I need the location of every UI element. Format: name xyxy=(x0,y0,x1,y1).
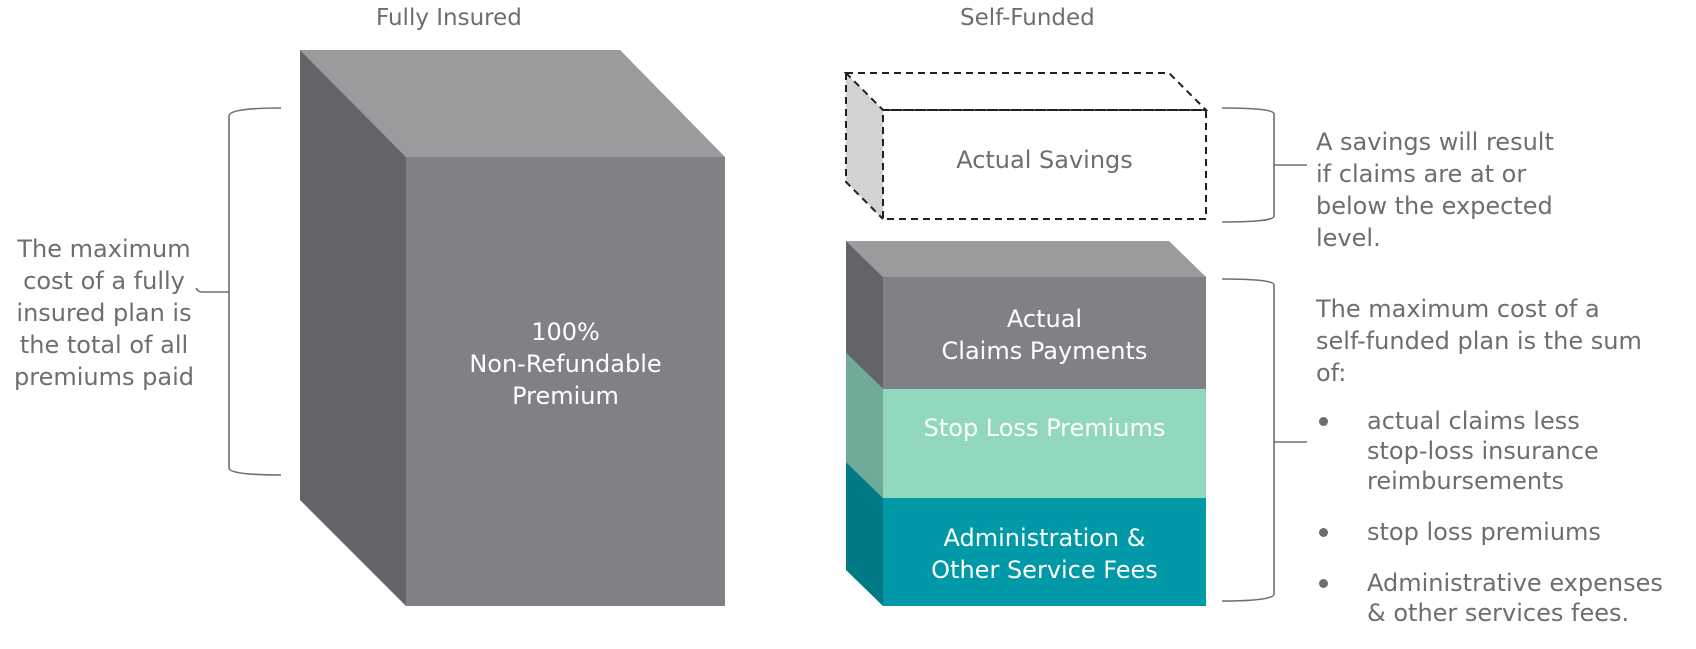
cost-note-line: of: xyxy=(1316,359,1347,387)
list-item: stop loss premiums xyxy=(1316,517,1663,547)
claims-front-face xyxy=(883,277,1206,389)
admin-label-line: Other Service Fees xyxy=(931,556,1158,584)
bullet-dot-icon xyxy=(1319,417,1328,426)
diagram-canvas xyxy=(195,50,1307,606)
savings-outline-front xyxy=(882,109,1207,220)
cost-items-list: actual claims less stop-loss insurance r… xyxy=(1316,406,1663,649)
cube-side-face xyxy=(300,50,406,606)
cost-note-line: self-funded plan is the sum xyxy=(1316,327,1642,355)
stop-loss-label-line: Stop Loss Premiums xyxy=(923,414,1166,442)
premium-label-line: Non-Refundable xyxy=(469,350,662,378)
claims-label-line: Claims Payments xyxy=(941,337,1148,365)
list-item-line: stop-loss insurance xyxy=(1367,437,1599,465)
note-line: cost of a fully xyxy=(23,267,185,295)
note-line: the total of all xyxy=(19,331,189,359)
premium-label-line: 100% xyxy=(531,318,600,346)
cost-bracket xyxy=(1221,278,1307,602)
bullet-dot-icon xyxy=(1319,579,1328,588)
savings-outline-top xyxy=(843,72,1209,111)
fully-insured-bracket xyxy=(195,107,282,476)
self-funded-header: Self-Funded xyxy=(960,5,1095,31)
claims-label-line: Actual xyxy=(1006,305,1083,333)
savings-note-line: level. xyxy=(1316,224,1381,252)
savings-dashed-box xyxy=(843,72,1209,220)
admin-side-face xyxy=(846,462,883,606)
admin-layer-label: Administration & Other Service Fees xyxy=(883,522,1206,586)
stop-loss-front-face xyxy=(883,389,1206,498)
claims-side-face xyxy=(846,241,883,389)
stack-top-face xyxy=(846,241,1206,277)
fully-insured-note: The maximum cost of a fully insured plan… xyxy=(4,233,204,393)
savings-side-face xyxy=(846,73,883,219)
savings-note: A savings will result if claims are at o… xyxy=(1316,126,1554,254)
cube-front-face xyxy=(406,157,725,606)
stop-loss-side-face xyxy=(846,353,883,498)
cube-top-face xyxy=(300,50,725,157)
fully-insured-header: Fully Insured xyxy=(376,5,522,31)
admin-label-line: Administration & xyxy=(943,524,1146,552)
premium-label: 100% Non-Refundable Premium xyxy=(406,316,725,412)
list-item-line: actual claims less xyxy=(1367,407,1580,435)
admin-front-face xyxy=(883,498,1206,606)
list-item: Administrative expenses & other services… xyxy=(1316,568,1663,628)
savings-bracket xyxy=(1221,107,1307,223)
list-item-line: Administrative expenses xyxy=(1367,569,1663,597)
self-funded-stack xyxy=(846,241,1206,606)
note-line: premiums paid xyxy=(14,363,194,391)
list-item-line: & other services fees. xyxy=(1367,599,1630,627)
list-item-line: reimbursements xyxy=(1367,467,1565,495)
list-item: actual claims less stop-loss insurance r… xyxy=(1316,406,1663,496)
claims-layer-label: Actual Claims Payments xyxy=(883,303,1206,367)
savings-outline-left xyxy=(845,73,884,220)
stop-loss-layer-label: Stop Loss Premiums xyxy=(883,412,1206,444)
savings-note-line: below the expected xyxy=(1316,192,1553,220)
note-line: The maximum xyxy=(17,235,191,263)
bullet-dot-icon xyxy=(1319,528,1328,537)
note-line: insured plan is xyxy=(16,299,192,327)
savings-label: Actual Savings xyxy=(956,146,1133,174)
fully-insured-cube xyxy=(300,50,725,606)
savings-note-line: if claims are at or xyxy=(1316,160,1527,188)
savings-note-line: A savings will result xyxy=(1316,128,1554,156)
premium-label-line: Premium xyxy=(512,382,619,410)
list-item-line: stop loss premiums xyxy=(1367,518,1601,546)
cost-note-line: The maximum cost of a xyxy=(1316,295,1600,323)
cost-note: The maximum cost of a self-funded plan i… xyxy=(1316,293,1642,389)
